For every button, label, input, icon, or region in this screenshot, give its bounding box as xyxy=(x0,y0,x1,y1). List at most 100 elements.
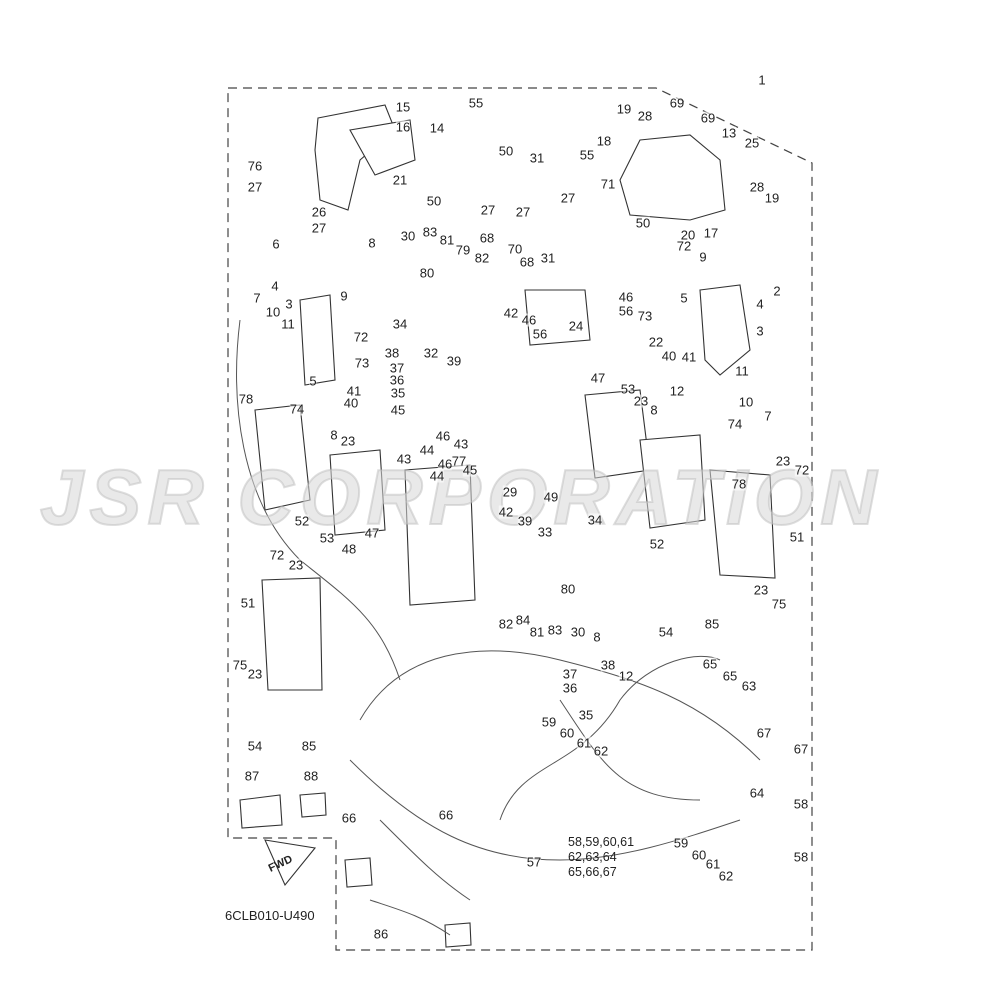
callout-number[interactable]: 14 xyxy=(429,120,445,136)
callout-number[interactable]: 37 xyxy=(389,360,405,376)
callout-number[interactable]: 21 xyxy=(392,172,408,188)
callout-number[interactable]: 84 xyxy=(515,612,531,628)
callout-number[interactable]: 39 xyxy=(446,353,462,369)
callout-number[interactable]: 32 xyxy=(423,345,439,361)
callout-number[interactable]: 6 xyxy=(272,236,280,252)
callout-number[interactable]: 74 xyxy=(289,401,305,417)
callout-number[interactable]: 59 xyxy=(541,714,557,730)
callout-number[interactable]: 60 xyxy=(691,847,707,863)
callout-number[interactable]: 47 xyxy=(590,370,606,386)
callout-number[interactable]: 40 xyxy=(343,395,359,411)
callout-number[interactable]: 38 xyxy=(384,345,400,361)
callout-number[interactable]: 23 xyxy=(633,393,649,409)
callout-number[interactable]: 49 xyxy=(543,489,559,505)
callout-number[interactable]: 35 xyxy=(390,385,406,401)
callout-number[interactable]: 53 xyxy=(620,381,636,397)
callout-number[interactable]: 18 xyxy=(596,133,612,149)
callout-number[interactable]: 23 xyxy=(288,557,304,573)
callout-number[interactable]: 51 xyxy=(789,529,805,545)
callout-number[interactable]: 39 xyxy=(517,513,533,529)
callout-number[interactable]: 81 xyxy=(529,624,545,640)
callout-number[interactable]: 70 xyxy=(507,241,523,257)
callout-number[interactable]: 44 xyxy=(419,442,435,458)
callout-number[interactable]: 60 xyxy=(559,725,575,741)
callout-number[interactable]: 61 xyxy=(705,856,721,872)
callout-number[interactable]: 27 xyxy=(247,179,263,195)
callout-number[interactable]: 63 xyxy=(741,678,757,694)
callout-number[interactable]: 36 xyxy=(562,680,578,696)
callout-number[interactable]: 69 xyxy=(669,95,685,111)
callout-number[interactable]: 46 xyxy=(618,289,634,305)
callout-number[interactable]: 79 xyxy=(455,242,471,258)
callout-number[interactable]: 19 xyxy=(764,190,780,206)
callout-number[interactable]: 72 xyxy=(353,329,369,345)
callout-number[interactable]: 88 xyxy=(303,768,319,784)
callout-number[interactable]: 54 xyxy=(658,624,674,640)
callout-number[interactable]: 11 xyxy=(735,363,749,379)
callout-number[interactable]: 43 xyxy=(453,436,469,452)
callout-number[interactable]: 73 xyxy=(637,308,653,324)
callout-number[interactable]: 8 xyxy=(593,629,601,645)
callout-number[interactable]: 62 xyxy=(593,743,609,759)
callout-number[interactable]: 56 xyxy=(618,303,634,319)
callout-number[interactable]: 41 xyxy=(346,383,362,399)
callout-number[interactable]: 75 xyxy=(232,657,248,673)
callout-number[interactable]: 83 xyxy=(422,224,438,240)
callout-number[interactable]: 66 xyxy=(438,807,454,823)
callout-number[interactable]: 42 xyxy=(503,305,519,321)
callout-number[interactable]: 40 xyxy=(661,348,677,364)
callout-number[interactable]: 30 xyxy=(400,228,416,244)
callout-number[interactable]: 17 xyxy=(703,225,719,241)
callout-number[interactable]: 15 xyxy=(395,99,411,115)
callout-number[interactable]: 66 xyxy=(341,810,357,826)
callout-number[interactable]: 1 xyxy=(758,72,766,88)
callout-number[interactable]: 28 xyxy=(637,108,653,124)
callout-number[interactable]: 41 xyxy=(681,349,697,365)
callout-number[interactable]: 50 xyxy=(635,215,651,231)
callout-number[interactable]: 86 xyxy=(373,926,389,942)
callout-number[interactable]: 77 xyxy=(451,453,467,469)
callout-number[interactable]: 9 xyxy=(699,249,707,265)
callout-number[interactable]: 8 xyxy=(368,235,376,251)
callout-number[interactable]: 59 xyxy=(673,835,689,851)
callout-number[interactable]: 46 xyxy=(435,428,451,444)
callout-number[interactable]: 53 xyxy=(319,530,335,546)
callout-number[interactable]: 23 xyxy=(340,433,356,449)
callout-number[interactable]: 68 xyxy=(519,254,535,270)
callout-number[interactable]: 71 xyxy=(600,176,616,192)
callout-number[interactable]: 82 xyxy=(498,616,514,632)
group-callout-number[interactable]: 57 xyxy=(526,854,542,870)
callout-number[interactable]: 54 xyxy=(247,738,263,754)
callout-number[interactable]: 35 xyxy=(578,707,594,723)
callout-number[interactable]: 45 xyxy=(390,402,406,418)
callout-number[interactable]: 27 xyxy=(311,220,327,236)
callout-number[interactable]: 75 xyxy=(771,596,787,612)
callout-number[interactable]: 69 xyxy=(700,110,716,126)
callout-number[interactable]: 31 xyxy=(540,250,556,266)
callout-number[interactable]: 80 xyxy=(419,265,435,281)
callout-number[interactable]: 25 xyxy=(744,135,760,151)
callout-number[interactable]: 5 xyxy=(309,373,317,389)
callout-number[interactable]: 27 xyxy=(480,202,496,218)
callout-number[interactable]: 12 xyxy=(669,383,685,399)
callout-number[interactable]: 9 xyxy=(340,288,348,304)
callout-number[interactable]: 65 xyxy=(722,668,738,684)
callout-number[interactable]: 4 xyxy=(756,296,764,312)
callout-number[interactable]: 47 xyxy=(364,525,380,541)
callout-number[interactable]: 52 xyxy=(649,536,665,552)
callout-number[interactable]: 50 xyxy=(426,193,442,209)
callout-number[interactable]: 34 xyxy=(587,512,603,528)
callout-number[interactable]: 27 xyxy=(515,204,531,220)
callout-number[interactable]: 80 xyxy=(560,581,576,597)
callout-number[interactable]: 13 xyxy=(721,125,737,141)
callout-number[interactable]: 22 xyxy=(648,334,664,350)
callout-number[interactable]: 23 xyxy=(753,582,769,598)
callout-number[interactable]: 74 xyxy=(727,416,743,432)
callout-number[interactable]: 72 xyxy=(676,238,692,254)
callout-number[interactable]: 33 xyxy=(537,524,553,540)
callout-number[interactable]: 36 xyxy=(389,372,405,388)
callout-number[interactable]: 7 xyxy=(764,408,772,424)
callout-number[interactable]: 78 xyxy=(238,391,254,407)
callout-number[interactable]: 72 xyxy=(269,547,285,563)
callout-number[interactable]: 68 xyxy=(479,230,495,246)
